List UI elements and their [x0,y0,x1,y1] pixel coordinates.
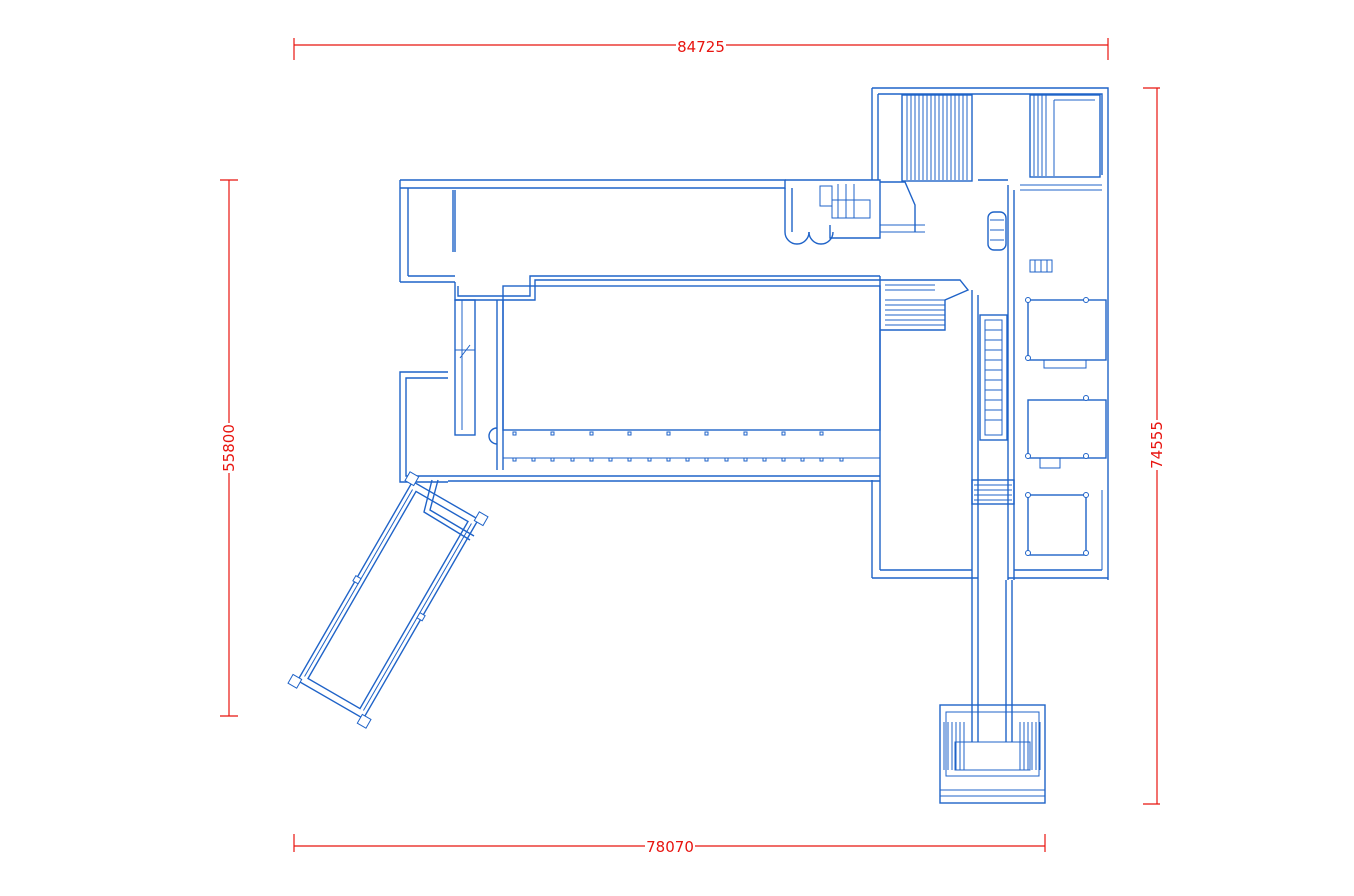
entrance-stair-left [943,722,965,770]
north-stair-left [901,94,973,182]
south-corridor-stair [971,479,1015,505]
entrance-stair-right [1019,722,1041,770]
dimension-top-label: 84725 [677,38,725,56]
west-wing [399,179,881,483]
north-core [784,179,925,245]
dimension-left-label: 55800 [220,424,238,472]
dimension-right-label: 74555 [1148,421,1166,469]
dimension-top: 84725 [293,37,1109,60]
dimension-left: 55800 [220,179,238,717]
east-block [871,87,1109,580]
dimension-bottom: 78070 [293,834,1046,856]
south-entrance [939,580,1046,804]
fan-stair [880,279,970,331]
corridor-columns [512,431,844,462]
east-room-columns [1025,297,1089,556]
southwest-pavilion [287,471,489,729]
central-stair [979,314,1008,441]
dimension-right: 74555 [1143,87,1166,805]
dimension-bottom-label: 78070 [646,838,694,856]
north-stair-right [1029,94,1101,178]
